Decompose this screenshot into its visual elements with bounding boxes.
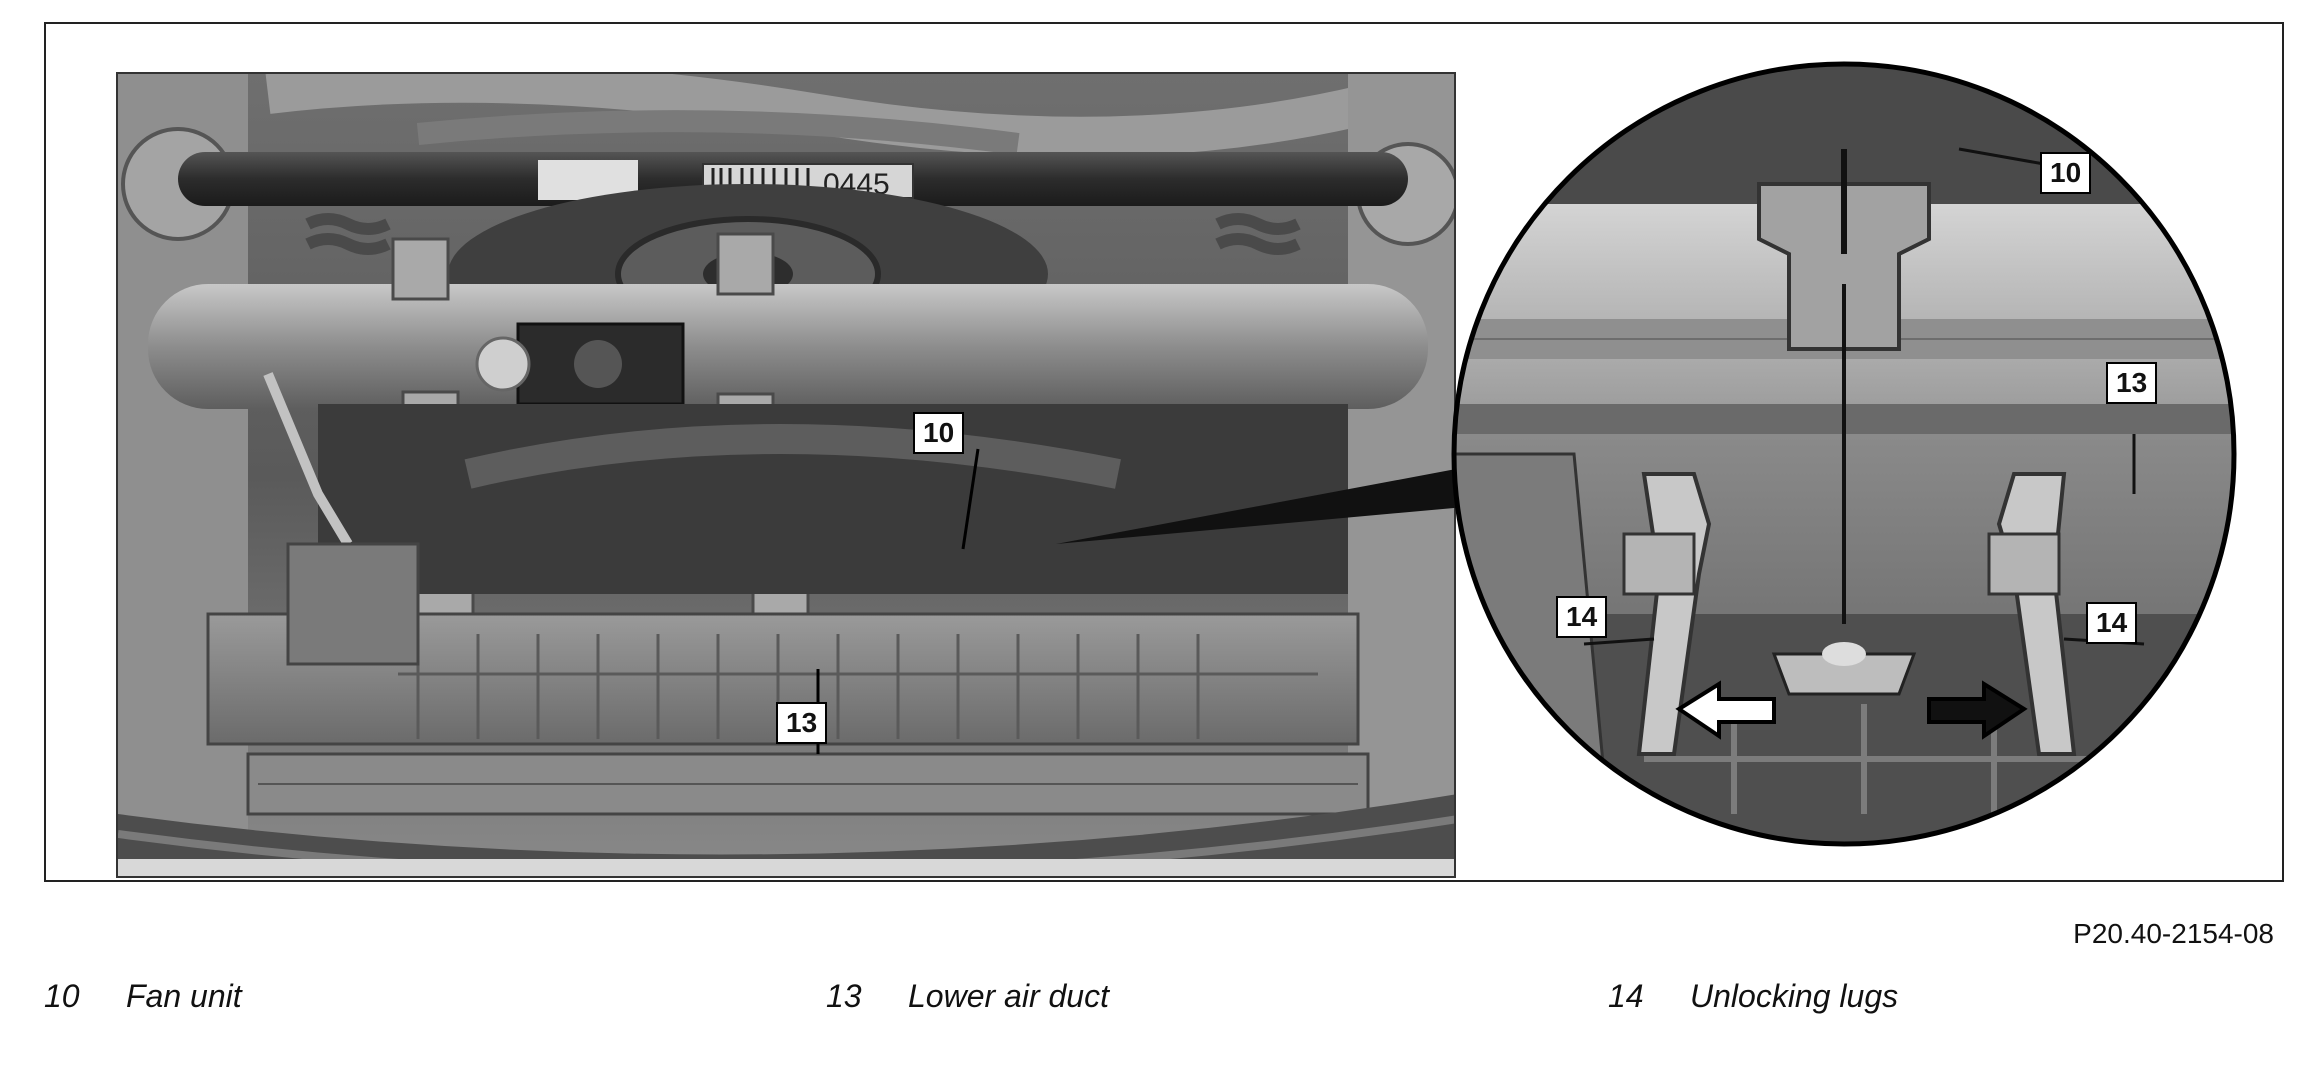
magnified-detail-circle [1451, 61, 2237, 847]
figure-frame: 0445 [44, 22, 2284, 882]
legend-item-fan-unit: 10 Fan unit [44, 978, 242, 1015]
figure-code: P20.40-2154-08 [2073, 918, 2274, 949]
callout-lower-air-duct: 13 [776, 702, 828, 744]
legend-label: Fan unit [126, 978, 242, 1014]
legend-label: Lower air duct [908, 978, 1109, 1014]
legend-item-unlocking-lugs: 14 Unlocking lugs [1608, 978, 1898, 1015]
callout-fan-unit: 10 [913, 412, 965, 454]
legend-number: 13 [826, 978, 862, 1014]
legend-item-lower-air-duct: 13 Lower air duct [826, 978, 1109, 1015]
engine-bay-photo: 0445 [116, 72, 1456, 878]
detail-callout-fan-unit: 10 [2040, 152, 2092, 194]
detail-callout-unlocking-lug-left: 14 [1556, 596, 1608, 638]
legend-number: 10 [44, 978, 80, 1014]
legend: 10 Fan unit 13 Lower air duct 14 Unlocking … [0, 978, 2320, 1028]
legend-number: 14 [1608, 978, 1644, 1014]
engine-bay-illustration: 0445 [118, 74, 1454, 876]
detail-callout-unlocking-lug-right: 14 [2086, 602, 2138, 644]
detail-callout-lower-air-duct: 13 [2106, 362, 2158, 404]
legend-label: Unlocking lugs [1690, 978, 1899, 1014]
